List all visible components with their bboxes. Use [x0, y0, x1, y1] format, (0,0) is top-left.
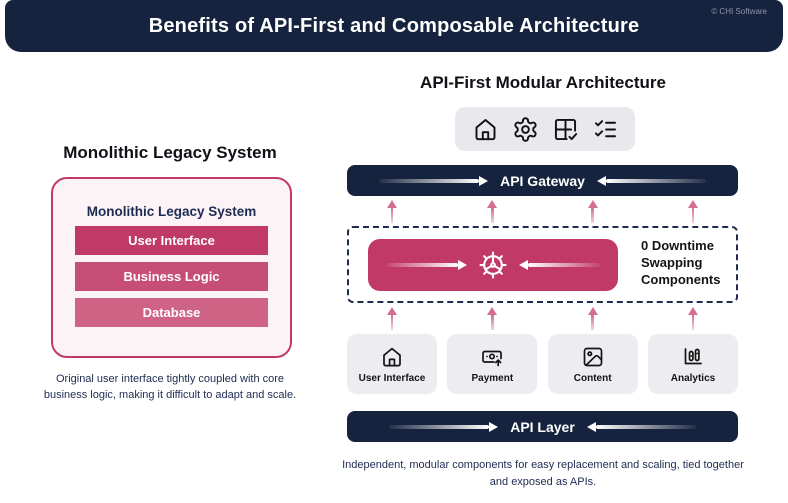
bar-chart-icon	[684, 347, 702, 364]
copyright-text: © CHI Software	[711, 7, 767, 16]
swap-note: 0 Downtime Swapping Components	[641, 238, 721, 287]
flow-arrow-left-icon	[519, 260, 600, 270]
layer-label: Database	[142, 305, 201, 320]
header-bar: © CHI Software Benefits of API-First and…	[5, 0, 783, 52]
swap-zone-box: 0 Downtime Swapping Components	[347, 226, 738, 303]
modular-description: Independent, modular components for easy…	[342, 459, 744, 488]
up-arrow-icon	[587, 200, 598, 223]
home-icon	[383, 347, 401, 366]
card-label: Payment	[471, 372, 514, 384]
card-payment: Payment	[447, 334, 538, 394]
modular-heading: API-First Modular Architecture	[420, 73, 666, 92]
up-arrow-icon	[387, 307, 397, 330]
gear-icon	[513, 116, 537, 142]
card-content: Content	[547, 334, 638, 394]
card-analytics: Analytics	[647, 334, 738, 394]
module-icons-pill	[455, 107, 635, 151]
api-gateway-label: API Gateway	[500, 172, 585, 189]
up-arrow-icon	[487, 307, 498, 330]
flow-arrow-right-icon	[386, 260, 467, 270]
home-icon	[475, 118, 495, 140]
payment-icon	[482, 350, 503, 366]
monolithic-description: Original user interface tightly coupled …	[43, 373, 297, 401]
layer-business-logic: Business Logic	[75, 262, 268, 291]
swap-bar	[368, 239, 618, 291]
card-label: Analytics	[670, 372, 716, 384]
api-gateway-bar: API Gateway	[347, 165, 738, 196]
layout-grid-check-icon	[554, 118, 577, 140]
flow-arrow-left-icon	[596, 175, 706, 186]
up-arrow-icon	[387, 200, 397, 223]
up-arrow-icon	[587, 307, 598, 330]
cog-wheel-icon	[479, 251, 507, 279]
component-cards-row: User Interface Payment Content Analytics	[347, 334, 738, 394]
layer-label: User Interface	[128, 233, 215, 248]
monolithic-box: Monolithic Legacy System User Interface …	[51, 177, 292, 358]
layer-database: Database	[75, 298, 268, 327]
up-arrow-icon	[687, 200, 698, 223]
flow-arrow-right-icon	[379, 175, 489, 186]
up-arrows-row-top	[347, 200, 738, 223]
api-layer-bar: API Layer	[347, 411, 738, 442]
layer-label: Business Logic	[123, 269, 220, 284]
flow-arrow-left-icon	[586, 421, 696, 432]
monolithic-heading: Monolithic Legacy System	[63, 143, 277, 162]
layer-user-interface: User Interface	[75, 226, 268, 255]
up-arrow-icon	[487, 200, 498, 223]
card-label: Content	[573, 372, 612, 384]
checklist-icon	[594, 119, 616, 137]
up-arrow-icon	[687, 307, 698, 330]
api-layer-label: API Layer	[510, 418, 575, 435]
up-arrows-row-bottom	[347, 307, 738, 330]
card-user-interface: User Interface	[347, 334, 437, 394]
monolithic-box-title: Monolithic Legacy System	[86, 204, 257, 219]
card-label: User Interface	[358, 372, 426, 384]
page-title: Benefits of API-First and Composable Arc…	[148, 14, 640, 37]
image-icon	[583, 347, 603, 366]
flow-arrow-right-icon	[389, 421, 499, 432]
